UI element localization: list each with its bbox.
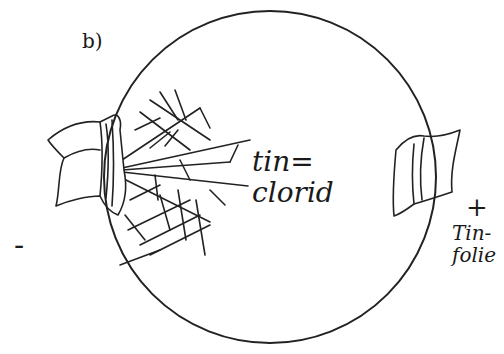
crystal-dendrites [120,90,250,265]
cell-circle: tin= clorid [102,9,438,345]
polarity-sign: + [466,193,488,222]
tin-foil-left [48,115,126,215]
tin-foil-right [393,130,460,216]
foil-label: Tin- folie [452,222,496,266]
electrolyte-label: tin= clorid [252,147,334,209]
polarity-sign: - [14,228,24,261]
panel-letter: b) [82,30,103,52]
